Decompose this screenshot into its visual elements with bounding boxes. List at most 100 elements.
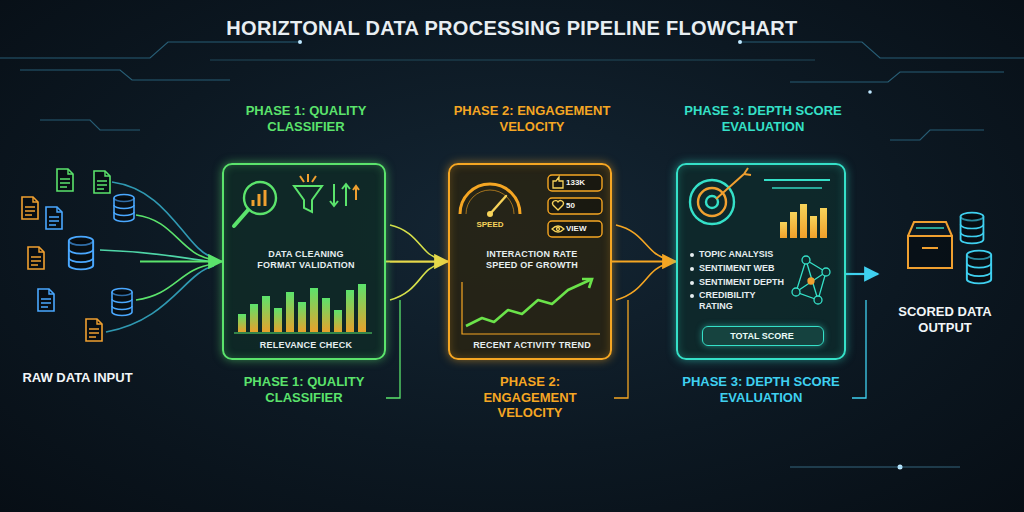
magnifier-icon	[234, 210, 248, 226]
social-badge	[548, 221, 602, 237]
bar-chart	[310, 288, 318, 332]
bar-chart	[800, 204, 807, 238]
node-text: RECENT ACTIVITY TREND	[460, 340, 604, 351]
archive-tray-icon	[908, 236, 952, 268]
bar-chart	[790, 212, 797, 238]
circuit-trace	[40, 120, 140, 130]
database-icon	[961, 213, 992, 284]
social-icon	[553, 201, 564, 210]
database-icon	[114, 195, 134, 222]
flow-arrow	[386, 260, 448, 262]
phase-box: PHASE 1: QUALITY CLASSIFIERDATA CLEANING…	[222, 163, 386, 360]
score-pill: TOTAL SCORE	[702, 326, 824, 346]
input-fan-line	[100, 250, 214, 262]
network-icon	[814, 296, 822, 304]
glow-dot	[868, 90, 872, 94]
phase-heading: PHASE 3: DEPTH SCORE EVALUATION	[663, 103, 863, 134]
bar-chart	[346, 290, 354, 332]
bullet-dot	[690, 253, 694, 257]
archive-tray-icon	[908, 222, 952, 268]
leader-line	[386, 300, 400, 398]
circuit-trace	[890, 130, 984, 140]
node-text: SCORED DATA OUTPUT	[878, 304, 1012, 335]
bar-chart	[274, 308, 282, 332]
social-icon	[557, 228, 560, 231]
glow-line	[790, 467, 960, 468]
target-icon	[744, 168, 751, 175]
network-icon	[792, 256, 830, 304]
sort-arrows	[330, 184, 338, 206]
box-fill	[222, 163, 846, 360]
node-text: TOTAL SCORE	[703, 331, 821, 342]
network-icon	[808, 278, 814, 284]
metric-value: 50	[566, 201, 600, 211]
network-icon	[822, 268, 830, 276]
circuit-trace	[790, 72, 1004, 82]
document-icon	[28, 247, 44, 269]
glow-dot	[298, 40, 302, 44]
funnel-icon	[294, 186, 322, 212]
document-icon	[38, 289, 54, 311]
trend-chart	[462, 282, 600, 334]
bar-chart	[358, 284, 366, 332]
network-icon	[802, 256, 810, 264]
bullet-text: TOPIC ANALYSIS	[699, 249, 773, 260]
phase-box: TOPIC ANALYSIS SENTIMENT WEB SENTIMENT DEP…	[676, 163, 846, 360]
archive-tray-icon	[908, 222, 952, 236]
database-icon	[961, 213, 984, 244]
social-badge	[548, 175, 602, 191]
bar-chart	[250, 304, 258, 332]
bullet-item: SENTIMENT WEB	[690, 263, 790, 274]
database-icon	[69, 237, 93, 270]
input-fan-line	[100, 182, 214, 332]
sort-arrows	[330, 184, 359, 206]
target-icon	[698, 188, 726, 216]
bullet-text: SENTIMENT WEB	[699, 263, 775, 274]
bullet-dot	[690, 267, 694, 271]
speedometer-icon	[460, 184, 520, 214]
magnifier-icon	[253, 190, 265, 206]
box-fill	[448, 163, 612, 360]
bar-chart	[810, 216, 817, 238]
circuit-trace	[740, 42, 1024, 58]
circuit-trace	[20, 70, 230, 80]
box-fill	[222, 163, 386, 360]
input-group: RAW DATA INPUT	[15, 160, 140, 410]
metric-value: 133K	[566, 178, 600, 188]
target-icon	[690, 180, 734, 224]
bar-chart	[298, 302, 306, 332]
social-badge	[548, 175, 602, 237]
text-lines	[764, 180, 830, 188]
network-icon	[792, 288, 800, 296]
bullet-item: TOPIC ANALYSIS	[690, 249, 790, 260]
bullet-item: CREDIBILITY RATING	[690, 290, 790, 312]
speedometer-icon	[466, 190, 514, 214]
bar-chart	[238, 314, 246, 332]
fan-line	[616, 264, 668, 300]
phase-heading: PHASE 1: QUALITY CLASSIFIER	[206, 103, 406, 134]
bar-chart	[262, 296, 270, 332]
flow-arrow	[846, 273, 878, 275]
input-fan-line	[106, 266, 214, 332]
bullet-text: SENTIMENT DEPTH	[699, 277, 784, 288]
metric-value: VIEW	[566, 224, 600, 234]
database-icon	[69, 195, 134, 316]
bar-chart	[322, 298, 330, 332]
sort-arrows	[353, 186, 359, 200]
document-icon	[94, 171, 110, 193]
node-text: RELEVANCE CHECK	[234, 340, 378, 351]
diagram-title: HORIZTONAL DATA PROCESSING PIPELINE FLOW…	[112, 16, 912, 40]
phase-box: PHASE 2: ENGAGEMENT VELOCITYINTERACTION …	[448, 163, 612, 360]
box-fill	[676, 163, 846, 360]
bar-chart	[334, 310, 342, 332]
bullet-dot	[690, 294, 694, 298]
bar-chart	[234, 333, 372, 334]
gauge-label: SPEED	[465, 220, 515, 230]
archive-tray-icon	[922, 247, 938, 249]
phase-caption: PHASE 2: ENGAGEMENT VELOCITY	[452, 374, 608, 421]
circuit-trace	[0, 42, 300, 58]
target-icon	[716, 174, 744, 199]
database-icon	[112, 289, 132, 316]
